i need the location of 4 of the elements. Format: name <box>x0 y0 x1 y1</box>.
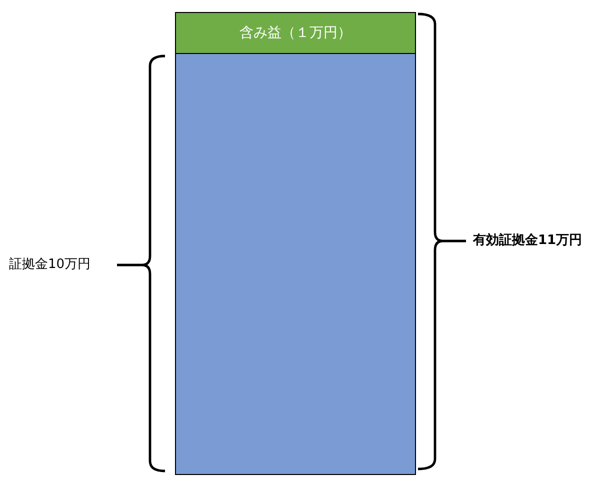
bar-segment: 含み益（１万円） <box>175 12 416 54</box>
bar-segment <box>175 53 416 475</box>
brace-label: 有効証拠金11万円 <box>473 233 582 249</box>
brace-label: 証拠金10万円 <box>9 257 91 273</box>
